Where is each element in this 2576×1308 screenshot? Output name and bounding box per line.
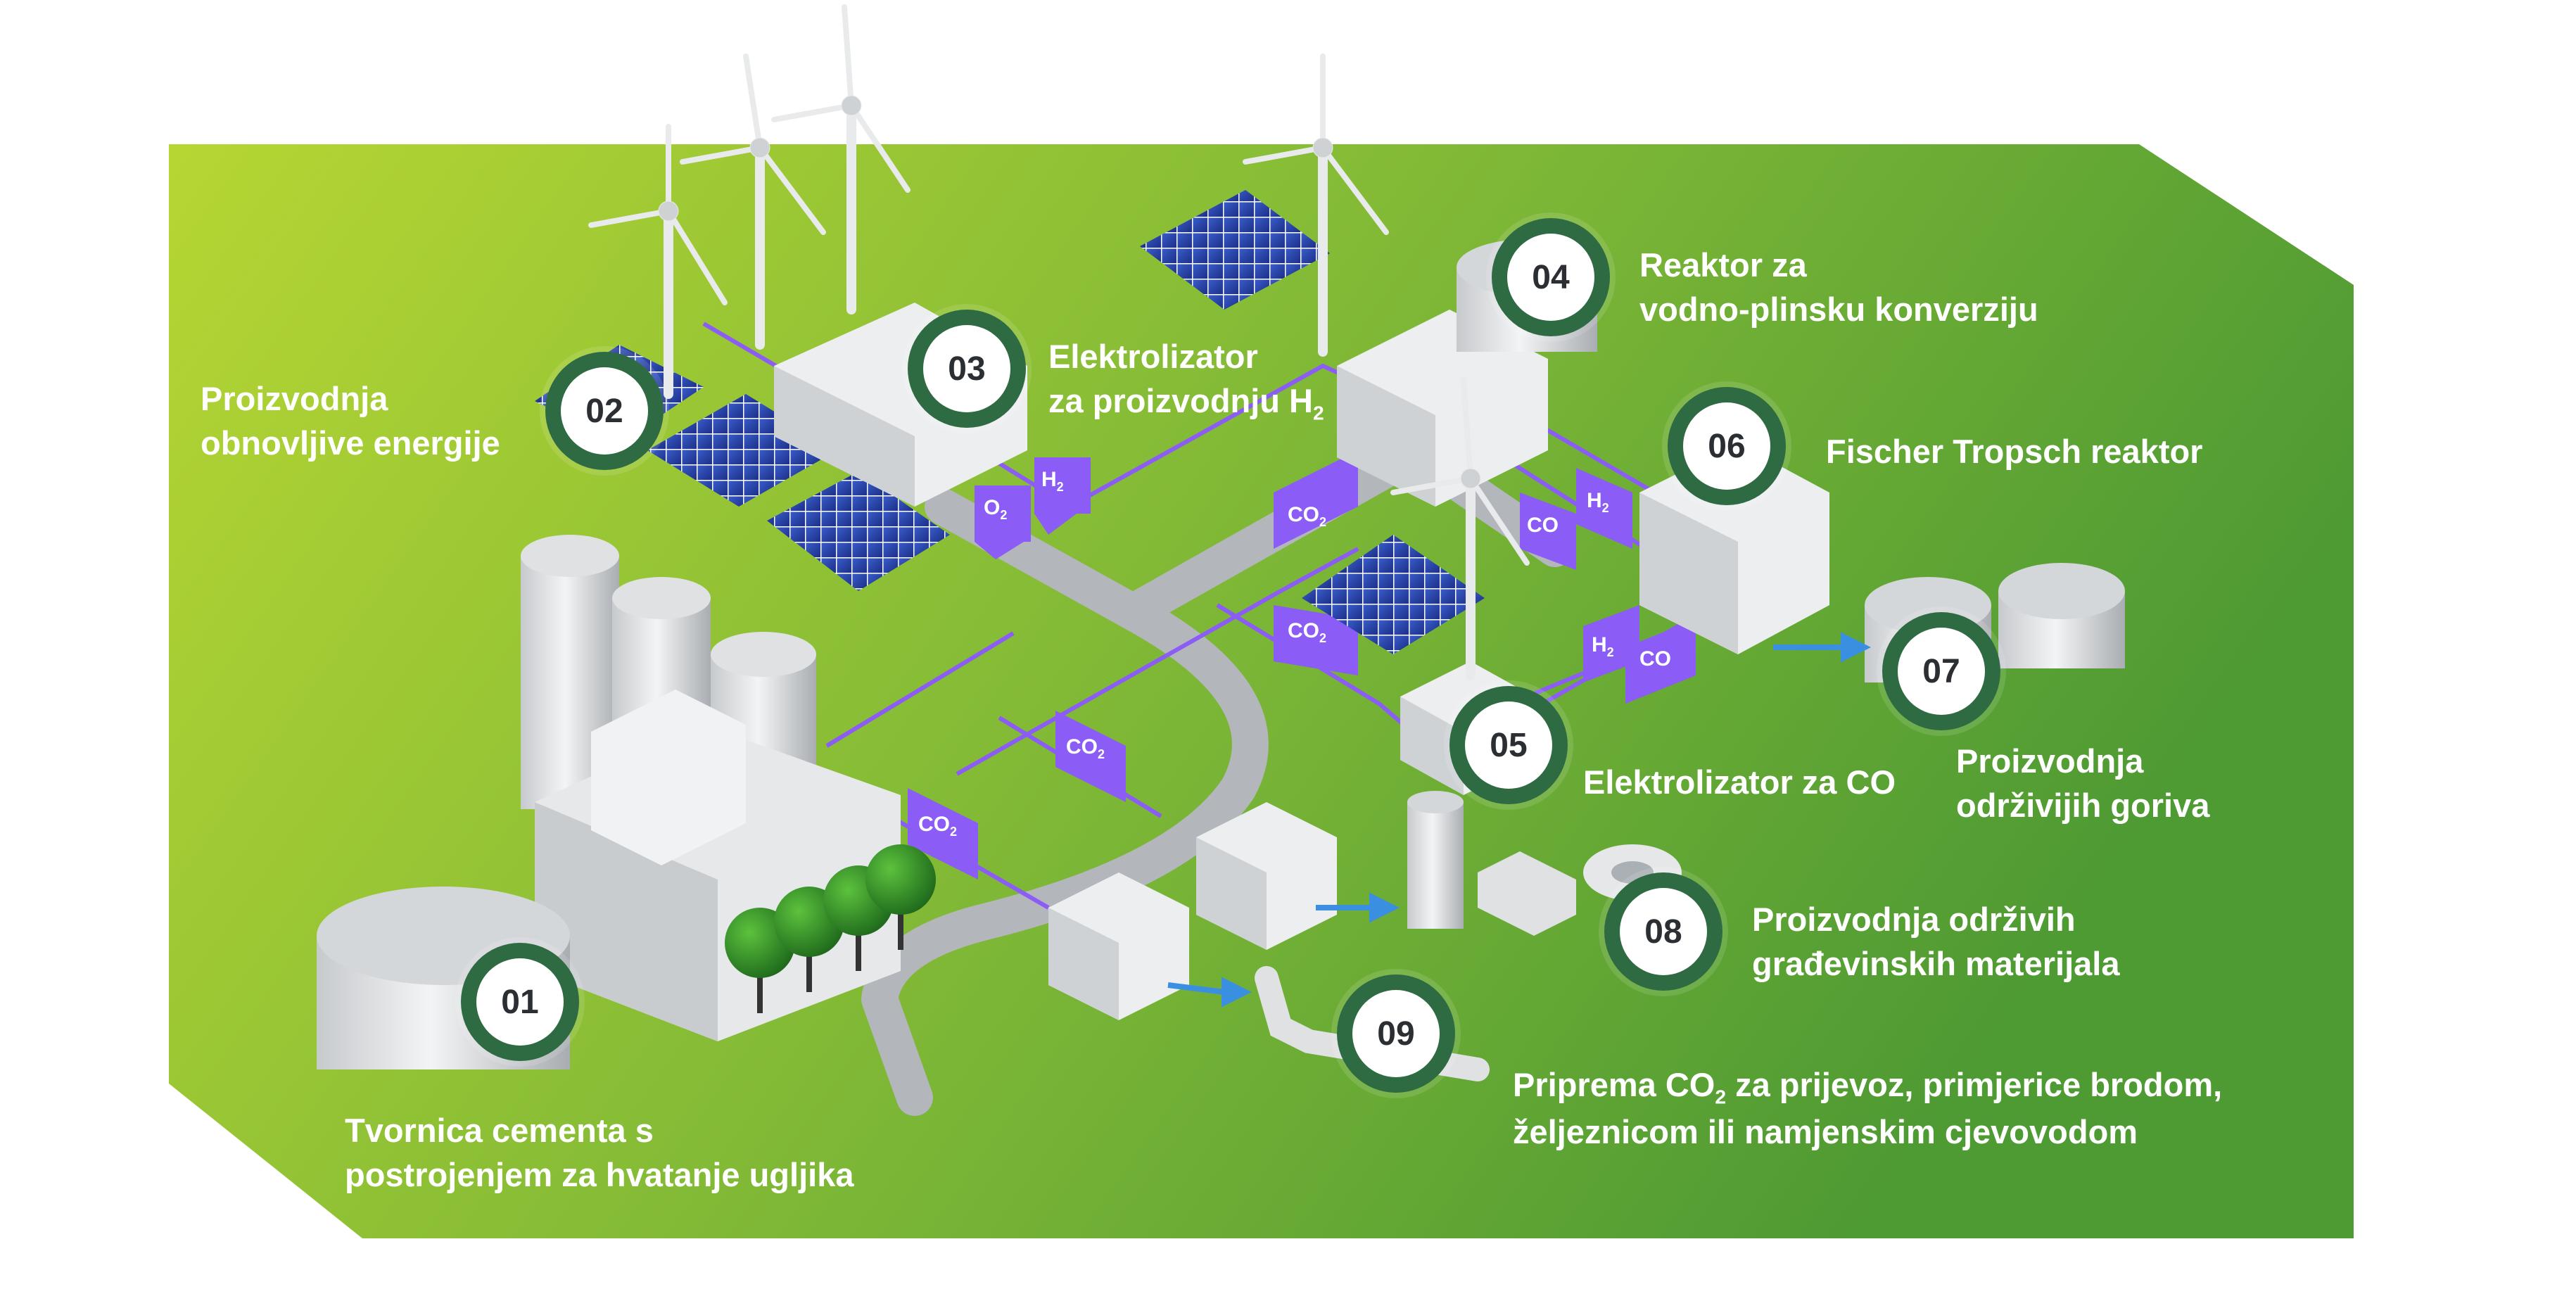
tag-co2-mid [1274,605,1358,675]
tag-h2-label: H2 [1041,468,1064,494]
tag-co2-mid-label: CO2 [1288,619,1327,645]
label-09: Priprema CO2 za prijevoz, primjerice bro… [1513,1066,2223,1151]
badge-07: 07 [1882,612,2000,730]
label-05: Elektrolizator za CO [1583,763,1896,801]
tag-o2-electrolyzer [975,485,1031,559]
badge-08: 08 [1604,872,1722,991]
tag-co-right [1520,493,1576,570]
tag-h2-electrolyzer [1034,457,1091,535]
wind-turbines [588,4,1530,680]
tag-co2-low [1055,711,1126,802]
turbine-1 [588,124,728,399]
turbine-4 [1243,53,1389,357]
trees [725,844,936,1013]
tag-co-lower [1625,619,1696,704]
tag-co2-low-label: CO2 [1066,735,1105,761]
processing-blocks [1048,802,1337,1020]
tag-h2-right [1576,468,1632,549]
turbine-2 [680,53,826,350]
badge-06: 06 [1668,387,1786,505]
badge-09: 09 [1337,974,1455,1093]
tag-h2-lower-label: H2 [1592,633,1614,659]
solar-panels [535,190,1485,654]
fischer-tropsch-building [1639,443,1829,654]
label-06: Fischer Tropsch reaktor [1826,433,2203,470]
turbine-5 [1390,377,1530,680]
badge-03: 03 [908,310,1026,428]
tag-co2-top-label: CO2 [1288,503,1327,529]
tag-co2-left-label: CO2 [918,813,958,839]
flow-tags [908,450,1696,880]
tag-co-right-label: CO [1527,514,1559,537]
tag-h2-right-label: H2 [1587,489,1609,515]
tag-co2-top [1274,450,1358,549]
tag-o2-label: O2 [984,496,1008,522]
turbine-3 [771,4,911,315]
badge-02: 02 [545,352,664,470]
blue-arrows [1167,632,1871,1008]
tag-co2-left [908,788,978,880]
tag-co-lower-label: CO [1639,647,1671,671]
badge-04: 04 [1492,218,1610,336]
badge-01: 01 [461,943,579,1061]
cement-silos [317,535,901,1069]
badge-05: 05 [1449,686,1568,804]
